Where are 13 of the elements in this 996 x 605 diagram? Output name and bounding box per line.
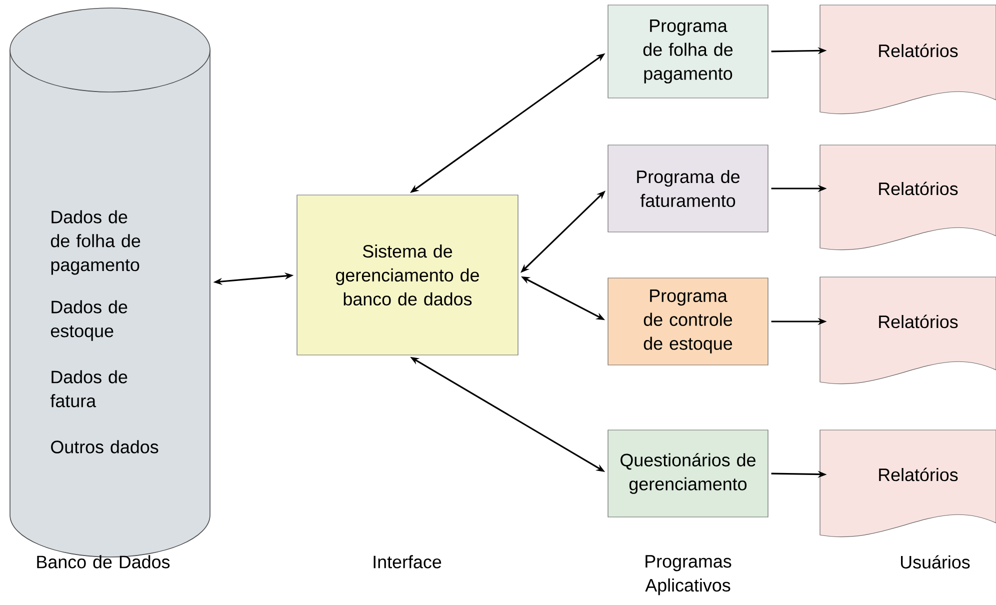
process-box: Programa de faturamento <box>608 144 768 232</box>
column-label: Banco de Dados <box>37 555 170 568</box>
report-document: Relatórios <box>820 144 996 250</box>
process-box: Questionários de gerenciamento <box>608 430 768 518</box>
column-label: Programas Aplicativos <box>645 555 732 596</box>
column-label: Interface <box>374 555 442 568</box>
process-box: Programa de controle de estoque <box>608 278 768 366</box>
report-document: Relatórios <box>820 4 996 114</box>
report-document: Relatórios <box>820 430 996 538</box>
process-box: Sistema de gerenciamento de banco de dados <box>296 194 518 356</box>
column-label: Usuários <box>901 555 970 569</box>
process-box: Programa de folha de pagamento <box>608 4 768 98</box>
report-document: Relatórios <box>820 276 996 384</box>
